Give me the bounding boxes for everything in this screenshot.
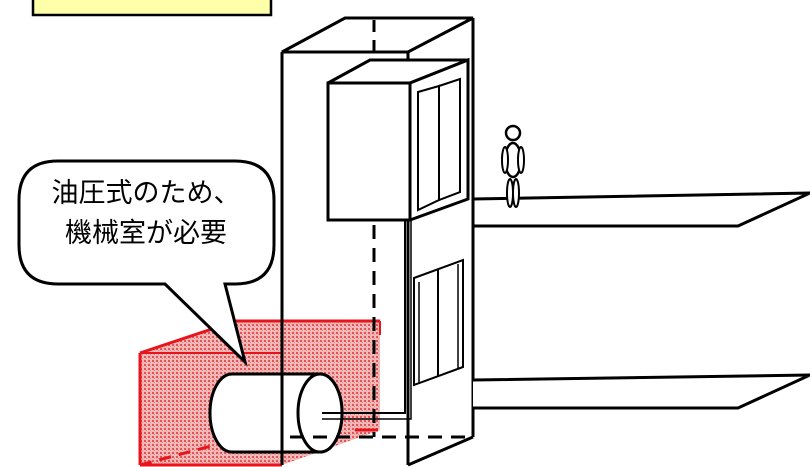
upper-floor <box>471 191 810 228</box>
hydraulic-cylinder <box>208 220 412 454</box>
lower-door <box>413 258 464 387</box>
elevator-car <box>326 57 470 223</box>
lower-door-frame <box>413 258 464 387</box>
callout-line-2: 機械室が必要 <box>65 218 227 249</box>
callout-text: 油圧式のため、 機械室が必要 <box>20 174 272 254</box>
machine-room-top <box>140 321 380 353</box>
person-head <box>504 124 522 142</box>
car-front <box>326 81 412 222</box>
car-door-upper-right <box>438 77 461 202</box>
label-box-top <box>31 0 273 17</box>
callout-line-1: 油圧式のため、 <box>51 178 241 209</box>
lower-floor-slab <box>472 373 810 410</box>
person-arm-right <box>517 146 525 174</box>
callout-bubble <box>17 159 276 367</box>
person-figure <box>501 124 525 208</box>
elevator-shaft <box>280 16 475 467</box>
oil-pipe-inner <box>322 220 412 420</box>
person-arm-left <box>501 146 509 174</box>
person-leg-right <box>512 178 520 208</box>
lower-floor <box>472 373 810 410</box>
shaft-bottom-right <box>407 435 474 467</box>
upper-floor-slab <box>472 191 810 228</box>
oil-pipe <box>322 220 406 414</box>
shaft-top <box>281 16 474 54</box>
